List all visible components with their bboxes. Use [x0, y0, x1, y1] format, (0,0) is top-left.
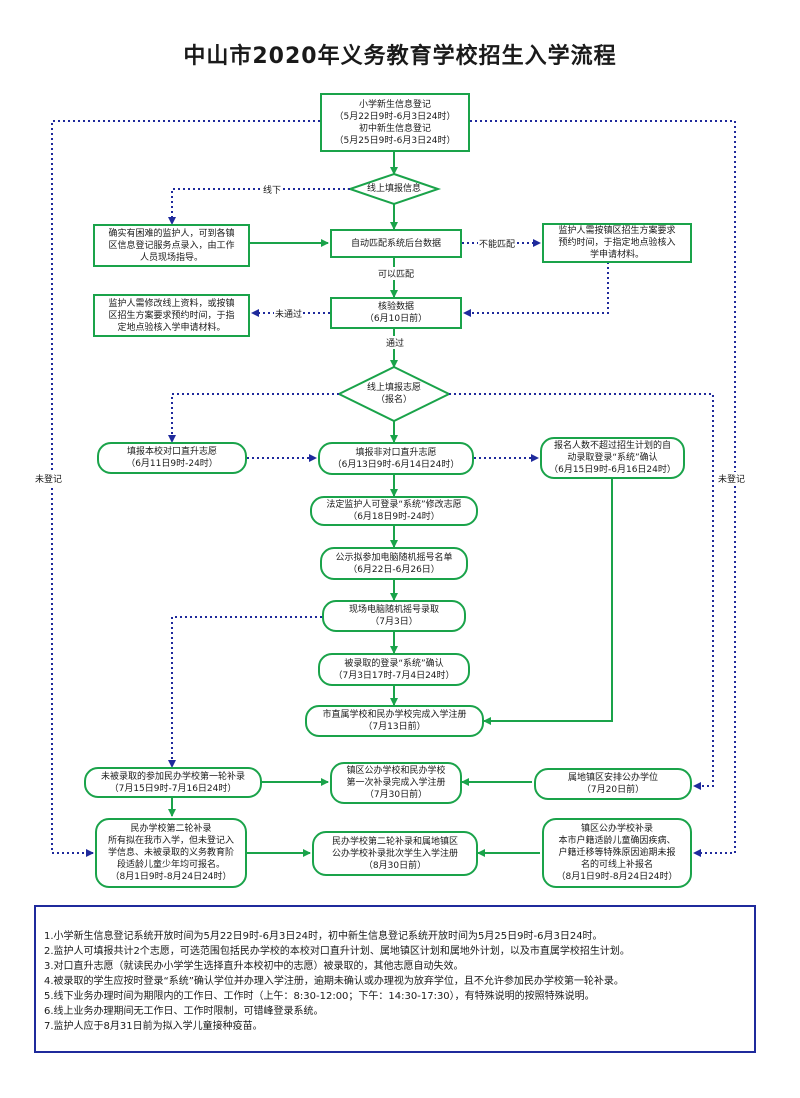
box-text-line: （7月13日前） [363, 722, 426, 732]
note-2: 2.监护人可填报共计2个志愿，可选范围包括民办学校的本校对口直升计划、属地镇区计… [44, 946, 630, 957]
no-match-box: 监护人需按镇区招生方案要求预约时间，于指定地点验核入学申请材料。 [542, 223, 692, 263]
note-1: 1.小学新生信息登记系统开放时间为5月22日9时-6月3日24时，初中新生信息登… [44, 931, 603, 942]
notes-box: 1.小学新生信息登记系统开放时间为5月22日9时-6月3日24时，初中新生信息登… [34, 905, 756, 1053]
box-text-line: 民办学校第二轮补录 [130, 824, 212, 834]
box-text-line: （6月15日9时-6月16日24时） [549, 465, 676, 475]
box-text-line: 现场电脑随机摇号录取 [348, 605, 439, 615]
confirm-box: 被录取的登录“系统”确认（7月3日17时-7月4日24时） [318, 653, 470, 686]
town-round1-box: 镇区公办学校和民办学校第一次补录完成入学注册 （7月30日前） [330, 762, 462, 804]
box-text-line: 人员现场指导。 [139, 252, 203, 263]
box-text-line: （5月25日9时-6月3日24时） [334, 135, 456, 146]
verify-box: 核验数据 （6月10日前） [330, 297, 462, 329]
box-text-line: 镇区公办学校补录 [580, 824, 653, 834]
box-text-line: 公办学校补录批次学生入学注册 [331, 848, 458, 859]
box-text-line: （5月22日9时-6月3日24时） [334, 111, 456, 122]
auto-admit-box: 报名人数不超过招生计划的自动录取登录“系统”确认 （6月15日9时-6月16日24… [540, 437, 685, 479]
box-text-line: 区招生方案要求预约时间，于指 [108, 310, 235, 321]
round2-box: 民办学校第二轮补录所有拟在我市入学，但未登记入 学信息、未被录取的义务教育阶段适… [95, 818, 247, 888]
auto-match-box: 自动匹配系统后台数据 [330, 229, 462, 258]
box-text-line: 核验数据 [377, 302, 414, 312]
box-text-line: 自动匹配系统后台数据 [350, 238, 441, 249]
box-text-line: 监护人需按镇区招生方案要求 [558, 226, 676, 236]
box-text-line: （8月30日前） [363, 860, 427, 871]
page-title: 中山市2020年义务教育学校招生入学流程 [183, 44, 617, 69]
round1-box: 未被录取的参加民办学校第一轮补录（7月15日9时-7月16日24时） [84, 767, 262, 798]
box-text-line: （6月18日9时-24时） [348, 512, 440, 522]
direct-own-box: 填报本校对口直升志愿 （6月11日9时-24时） [97, 442, 247, 474]
box-text-line: 学信息、未被录取的义务教育阶 [107, 848, 234, 858]
hardship-box: 确实有困难的监护人，可到各镇区信息登记服务点录入，由工作人员现场指导。 [93, 224, 250, 267]
box-text-line: （8月1日9时-8月24日24时） [110, 872, 232, 882]
box-text-line: （6月22日-6月26日） [348, 564, 440, 575]
box-text-line: 动录取登录“系统”确认 [567, 453, 658, 463]
box-text-line: 学申请材料。 [589, 250, 644, 260]
box-text-line: 市直属学校和民办学校完成入学注册 [322, 710, 467, 720]
box-text-line: 本市户籍适龄儿童确因疾病、 [558, 836, 676, 846]
box-text-line: 户籍迁移等特殊原因逾期未报 [558, 848, 676, 858]
box-text-line: （6月10日前） [364, 314, 428, 324]
box-text-line: 未被录取的参加民办学校第一轮补录 [100, 771, 245, 782]
box-text-line: （7月3日） [370, 617, 418, 627]
box-text-line: 被录取的登录“系统”确认 [344, 658, 444, 669]
box-text-line: 填报本校对口直升志愿 [126, 447, 217, 457]
box-text-line: 所有拟在我市入学，但未登记入 [107, 836, 234, 846]
apply-diamond: 线上填报志愿 （报名） [339, 382, 449, 406]
lottery-box: 现场电脑随机摇号录取 （7月3日） [322, 600, 466, 632]
box-text-line: 法定监护人可登录“系统”修改志愿 [326, 500, 462, 510]
register-box: 小学新生信息登记（5月22日9时-6月3日24时） 初中新生信息登记（5月25日… [320, 93, 470, 152]
label-not-pass: 未通过 [274, 307, 304, 320]
box-text-line: 第一次补录完成入学注册 [346, 778, 446, 788]
box-text-line: 小学新生信息登记 [358, 99, 431, 110]
direct-other-box: 填报非对口直升志愿（6月13日9时-6月14日24时） [318, 442, 474, 475]
flow-connectors [51, 120, 736, 857]
online-fill-text: 线上填报信息 [366, 184, 421, 194]
box-text-line: 段适龄儿童少年均可报名。 [116, 860, 225, 870]
box-text-line: （6月13日9时-6月14日24时） [332, 459, 460, 470]
city-register-box: 市直属学校和民办学校完成入学注册 （7月13日前） [305, 705, 484, 737]
label-can-match: 可以匹配 [377, 267, 416, 280]
box-text-line: 镇区公办学校和民办学校 [346, 766, 446, 776]
apply-line-1: 线上填报志愿 [366, 383, 421, 393]
box-text-line: 报名人数不超过招生计划的自 [553, 441, 671, 451]
box-text-line: （6月11日9时-24时） [126, 459, 218, 469]
box-text-line: （7月3日17时-7月4日24时） [333, 670, 455, 681]
box-text-line: 民办学校第二轮补录和属地镇区 [331, 836, 458, 847]
label-unregistered-left: 未登记 [34, 472, 64, 485]
box-text-line: 初中新生信息登记 [358, 123, 431, 134]
revise-box: 法定监护人可登录“系统”修改志愿 （6月18日9时-24时） [310, 496, 478, 526]
label-offline: 线下 [262, 183, 283, 196]
label-unregistered-right: 未登记 [717, 472, 747, 485]
round2-register-box: 民办学校第二轮补录和属地镇区公办学校补录批次学生入学注册（8月30日前） [312, 831, 478, 876]
box-text-line: 预约时间，于指定地点验核入 [558, 238, 676, 248]
box-text-line: （8月1日9时-8月24日24时） [556, 872, 678, 882]
label-no-match: 不能匹配 [478, 237, 517, 250]
note-4: 4.被录取的学生应按时登录“系统”确认学位并办理入学注册，逾期未确认或办理视为放… [44, 976, 624, 987]
publish-box: 公示拟参加电脑随机摇号名单（6月22日-6月26日） [320, 547, 468, 580]
online-fill-diamond: 线上填报信息 [350, 183, 438, 195]
box-text-line: 区信息登记服务点录入，由工作 [108, 240, 235, 251]
box-text-line: （7月20日前） [581, 785, 645, 795]
box-text-line: 监护人需修改线上资料，或按镇 [108, 298, 235, 309]
note-5: 5.线下业务办理时间为期限内的工作日、工作时（上午：8:30-12:00；下午：… [44, 991, 595, 1002]
box-text-line: 确实有困难的监护人，可到各镇 [108, 228, 235, 239]
town-arrange-box: 属地镇区安排公办学位 （7月20日前） [534, 768, 692, 800]
box-text-line: （7月15日9时-7月16日24时） [109, 783, 237, 794]
box-text-line: 属地镇区安排公办学位 [567, 773, 658, 783]
modify-box: 监护人需修改线上资料，或按镇区招生方案要求预约时间，于指定地点验核入学申请材料。 [93, 294, 250, 337]
note-7: 7.监护人应于8月31日前为拟入学儿童接种疫苗。 [44, 1021, 263, 1032]
town-supp-box: 镇区公办学校补录本市户籍适龄儿童确因疾病、 户籍迁移等特殊原因逾期未报名的可线上… [542, 818, 692, 888]
box-text-line: 定地点验核入学申请材料。 [117, 322, 226, 333]
apply-line-2: （报名） [375, 395, 412, 405]
note-6: 6.线上业务办理期间无工作日、工作时限制，可错峰登录系统。 [44, 1006, 324, 1017]
label-pass: 通过 [385, 336, 406, 349]
box-text-line: 公示拟参加电脑随机摇号名单 [335, 552, 453, 563]
box-text-line: 名的可线上补报名 [580, 860, 653, 870]
note-3: 3.对口直升志愿（就读民办小学学生选择直升本校初中的志愿）被录取的，其他志愿自动… [44, 961, 464, 972]
box-text-line: 填报非对口直升志愿 [355, 447, 437, 458]
box-text-line: （7月30日前） [364, 790, 428, 800]
